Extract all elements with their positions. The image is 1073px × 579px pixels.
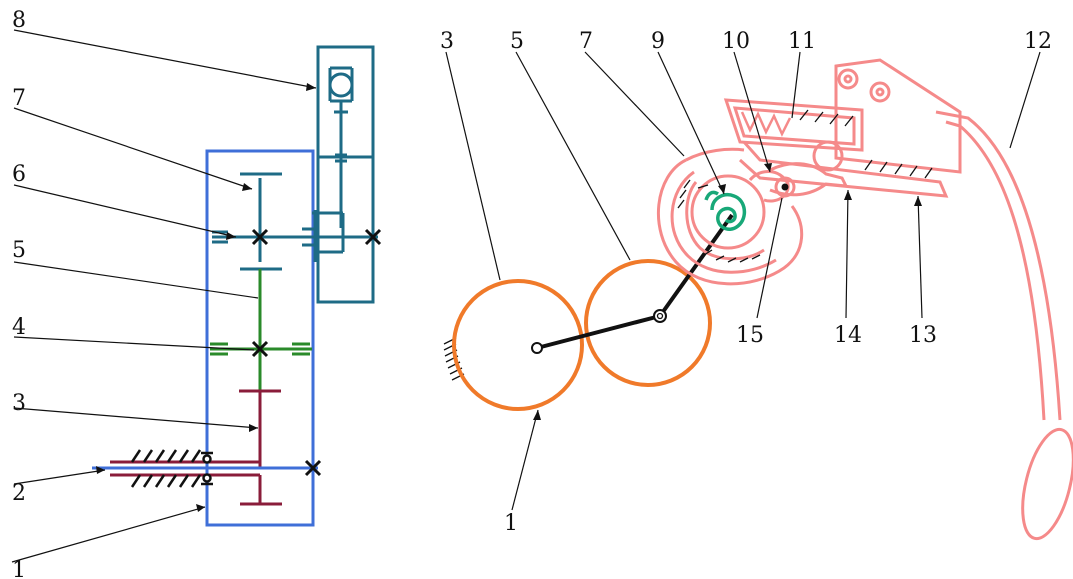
left-leader-lines [11, 29, 317, 563]
right-label-12: 12 [1024, 29, 1052, 54]
pivot-1 [531, 342, 543, 354]
right-label-3: 3 [440, 29, 454, 54]
spring-hatches [130, 449, 202, 488]
cam-housing [656, 147, 804, 286]
right-leader-arrows [533, 163, 922, 420]
right-label-15: 15 [736, 323, 764, 348]
right-label-10: 10 [722, 29, 750, 54]
upper-assembly [723, 58, 1073, 541]
left-label-7: 7 [12, 86, 26, 111]
motor-box [316, 45, 375, 304]
left-label-8: 8 [12, 8, 26, 33]
cross-mark-middle [251, 340, 269, 358]
pivot-15 [774, 176, 796, 198]
left-label-1: 1 [12, 558, 26, 579]
right-label-1: 1 [504, 511, 518, 536]
right-label-9: 9 [651, 29, 665, 54]
left-leader-arrows [96, 83, 316, 512]
upper-spring [740, 111, 792, 137]
shaft-lower [110, 389, 282, 506]
left-label-3: 3 [12, 391, 26, 416]
bearing-marks [201, 451, 213, 486]
right-leader-lines [445, 51, 1041, 511]
left-label-4: 4 [12, 315, 26, 340]
wheel-second [584, 259, 712, 387]
right-label-5: 5 [510, 29, 524, 54]
plate-hatch [799, 109, 933, 179]
right-label-14: 14 [834, 323, 862, 348]
right-label-7: 7 [579, 29, 593, 54]
motor-symbol [328, 66, 354, 228]
left-label-2: 2 [12, 481, 26, 506]
shaft-top [212, 172, 378, 271]
wheel-large [452, 279, 584, 411]
left-label-5: 5 [12, 238, 26, 263]
linkage-bars [536, 213, 734, 350]
left-label-6: 6 [12, 162, 26, 187]
right-label-13: 13 [909, 323, 937, 348]
hex-bolts [837, 68, 891, 103]
cam-hatch [677, 179, 761, 263]
shaft-middle [210, 269, 312, 391]
housing-frame [205, 149, 315, 527]
cross-mark-lower [304, 459, 322, 477]
round-boss [812, 140, 844, 172]
spiral-spring [704, 190, 747, 231]
right-mechanism: 3 5 7 9 10 11 12 15 14 13 1 [440, 29, 1073, 541]
right-label-11: 11 [788, 29, 816, 54]
left-schematic: 1 2 3 4 5 6 7 8 [11, 8, 382, 579]
cross-marks-top [251, 228, 382, 246]
